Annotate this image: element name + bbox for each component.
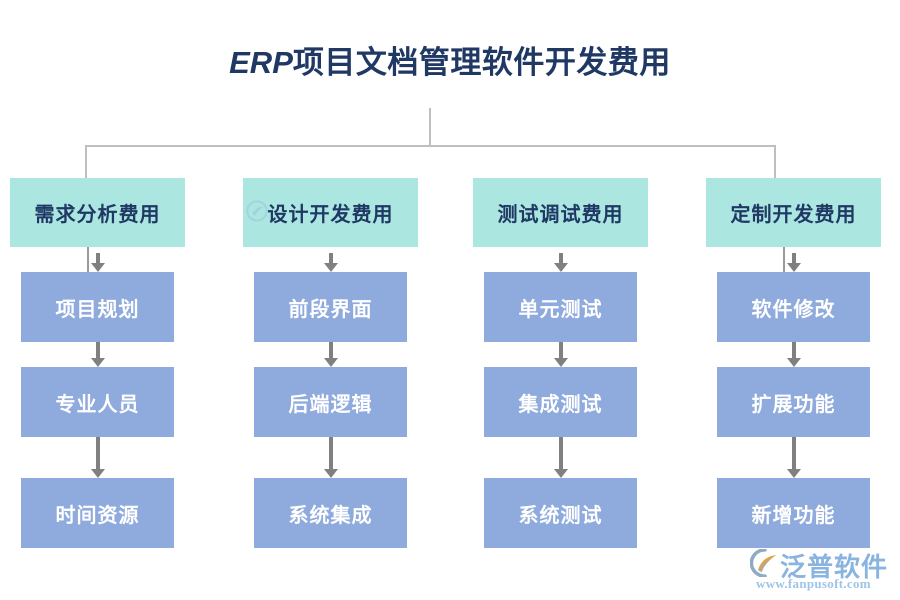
flow-node-4-2[interactable]: 扩展功能 bbox=[717, 367, 870, 437]
category-header-3[interactable]: 测试调试费用 bbox=[473, 178, 648, 247]
connector-root-stem bbox=[429, 108, 431, 146]
flow-node-4-3[interactable]: 新增功能 bbox=[717, 478, 870, 548]
arrow-head bbox=[554, 469, 568, 478]
category-header-2-label: 设计开发费用 bbox=[267, 204, 394, 226]
flow-node-2-2-label: 后端逻辑 bbox=[288, 393, 373, 416]
arrow-head bbox=[787, 263, 801, 272]
arrow-head bbox=[91, 358, 105, 367]
arrow-shaft bbox=[559, 253, 563, 264]
header-stub-4 bbox=[783, 247, 785, 272]
flow-node-1-1[interactable]: 项目规划 bbox=[21, 272, 174, 342]
flow-column-3: 测试调试费用 单元测试 集成测试 系统测试 bbox=[473, 178, 648, 548]
flow-node-3-3[interactable]: 系统测试 bbox=[484, 478, 637, 548]
flow-column-2: 设计开发费用 前段界面 后端逻辑 系统集成 bbox=[243, 178, 418, 548]
arrow-node-1-1-to-1-2 bbox=[91, 342, 105, 367]
flow-node-4-3-label: 新增功能 bbox=[751, 504, 836, 527]
connector-drop-left bbox=[85, 145, 87, 178]
header-stub-1 bbox=[87, 247, 89, 272]
flow-node-1-1-label: 项目规划 bbox=[55, 298, 140, 321]
category-header-3-label: 测试调试费用 bbox=[497, 204, 624, 226]
arrow-head bbox=[787, 358, 801, 367]
arrow-header-to-node-2-1 bbox=[324, 253, 338, 272]
arrow-node-2-2-to-2-3 bbox=[324, 437, 338, 478]
category-header-4[interactable]: 定制开发费用 bbox=[706, 178, 881, 247]
arrow-shaft bbox=[96, 342, 100, 359]
arrow-head bbox=[324, 263, 338, 272]
flow-node-3-2[interactable]: 集成测试 bbox=[484, 367, 637, 437]
arrow-head bbox=[787, 469, 801, 478]
flow-node-2-2[interactable]: 后端逻辑 bbox=[254, 367, 407, 437]
arrow-head bbox=[324, 358, 338, 367]
arrow-node-2-1-to-2-2 bbox=[324, 342, 338, 367]
connector-horizontal-bar bbox=[85, 145, 775, 147]
arrow-head bbox=[554, 263, 568, 272]
category-header-1-label: 需求分析费用 bbox=[34, 204, 161, 226]
flow-node-3-2-label: 集成测试 bbox=[518, 393, 603, 416]
arrow-header-to-node-4-1 bbox=[787, 253, 801, 272]
flow-node-3-3-label: 系统测试 bbox=[518, 504, 603, 527]
flow-node-1-2-label: 专业人员 bbox=[55, 393, 140, 416]
arrow-head bbox=[91, 469, 105, 478]
flow-column-4: 定制开发费用 软件修改 扩展功能 新增功能 bbox=[706, 178, 881, 548]
flow-node-1-3[interactable]: 时间资源 bbox=[21, 478, 174, 548]
flow-node-1-3-label: 时间资源 bbox=[55, 504, 140, 527]
flow-node-4-2-label: 扩展功能 bbox=[751, 393, 836, 416]
logo-brand-name: 泛普软件 bbox=[780, 552, 889, 582]
page-title: ERP项目文档管理软件开发费用 bbox=[0, 44, 900, 81]
arrow-shaft bbox=[96, 437, 100, 470]
page-title-latin: ERP bbox=[229, 45, 293, 80]
arrow-node-4-2-to-4-3 bbox=[787, 437, 801, 478]
arrow-shaft bbox=[329, 253, 333, 264]
arrow-shaft bbox=[329, 342, 333, 359]
flow-node-4-1[interactable]: 软件修改 bbox=[717, 272, 870, 342]
page-title-cjk: 项目文档管理软件开发费用 bbox=[292, 45, 671, 80]
flow-node-2-3[interactable]: 系统集成 bbox=[254, 478, 407, 548]
connector-drop-right bbox=[774, 145, 776, 178]
arrow-shaft bbox=[329, 437, 333, 470]
arrow-shaft bbox=[792, 253, 796, 264]
flow-node-1-2[interactable]: 专业人员 bbox=[21, 367, 174, 437]
arrow-shaft bbox=[559, 437, 563, 470]
arrow-shaft bbox=[792, 437, 796, 470]
arrow-node-1-2-to-1-3 bbox=[91, 437, 105, 478]
flow-node-2-3-label: 系统集成 bbox=[288, 504, 373, 527]
arrow-header-to-node-1-1 bbox=[91, 253, 105, 272]
arrow-header-to-node-3-1 bbox=[554, 253, 568, 272]
arrow-shaft bbox=[792, 342, 796, 359]
arrow-head bbox=[324, 469, 338, 478]
arrow-shaft bbox=[96, 253, 100, 264]
flow-node-3-1-label: 单元测试 bbox=[518, 298, 603, 321]
arrow-node-4-1-to-4-2 bbox=[787, 342, 801, 367]
category-header-2[interactable]: 设计开发费用 bbox=[243, 178, 418, 247]
category-header-4-label: 定制开发费用 bbox=[730, 204, 857, 226]
category-header-1[interactable]: 需求分析费用 bbox=[10, 178, 185, 247]
flow-node-4-1-label: 软件修改 bbox=[751, 298, 836, 321]
flow-node-2-1[interactable]: 前段界面 bbox=[254, 272, 407, 342]
arrow-head bbox=[554, 358, 568, 367]
arrow-shaft bbox=[559, 342, 563, 359]
swoosh-circle-icon bbox=[749, 548, 780, 578]
flow-column-1: 需求分析费用 项目规划 专业人员 时间资源 bbox=[10, 178, 185, 548]
company-logo[interactable]: 泛普软件 www.fanpusoft.com bbox=[749, 547, 895, 593]
flow-node-2-1-label: 前段界面 bbox=[288, 298, 373, 321]
arrow-node-3-2-to-3-3 bbox=[554, 437, 568, 478]
watermark-swoosh-icon bbox=[246, 200, 268, 222]
flow-node-3-1[interactable]: 单元测试 bbox=[484, 272, 637, 342]
arrow-head bbox=[91, 263, 105, 272]
logo-url: www.fanpusoft.com bbox=[756, 576, 871, 591]
arrow-node-3-1-to-3-2 bbox=[554, 342, 568, 367]
